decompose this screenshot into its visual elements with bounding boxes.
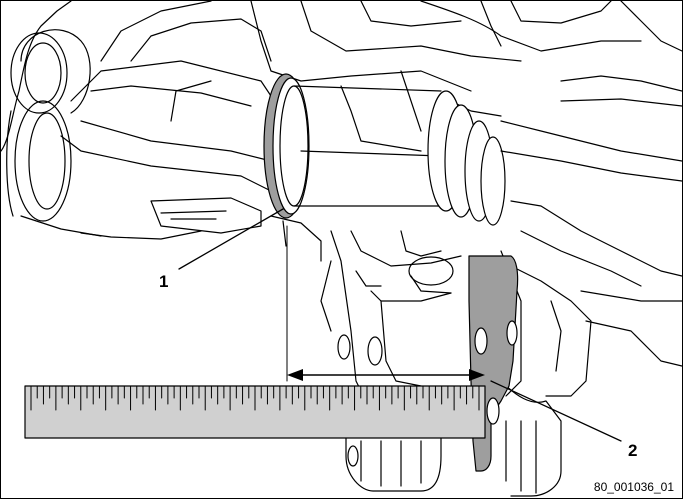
top-structure xyxy=(250,1,682,152)
callout-label-2: 2 xyxy=(628,441,638,460)
figure-id: 80_001036_01 xyxy=(591,480,676,494)
leader-lines xyxy=(178,208,622,442)
right-bracket xyxy=(500,120,682,397)
gray-plate xyxy=(468,255,519,472)
dimension-arrow xyxy=(286,225,485,382)
left-housing xyxy=(1,1,282,240)
lower-feet xyxy=(345,380,562,497)
bearing-assembly xyxy=(263,73,506,262)
callout-label-1: 1 xyxy=(159,272,169,291)
ruler xyxy=(24,385,486,439)
